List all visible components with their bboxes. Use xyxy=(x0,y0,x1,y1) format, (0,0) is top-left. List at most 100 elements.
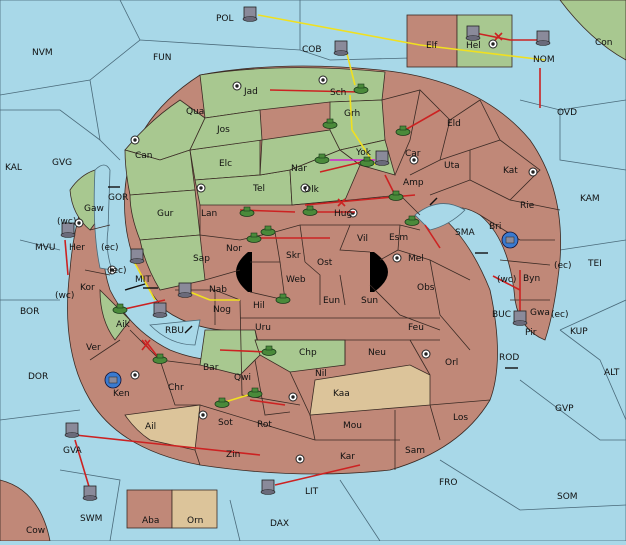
army-unit[interactable] xyxy=(214,397,230,408)
label-hug: Hug xyxy=(334,209,352,219)
label-gaw: Gaw xyxy=(84,204,104,214)
province-aik[interactable] xyxy=(99,289,131,341)
label-tel: Tel xyxy=(252,184,265,194)
fleet-unit[interactable] xyxy=(242,6,258,22)
label-ec2: (ec) xyxy=(109,266,127,276)
label-nar: Nar xyxy=(291,164,307,174)
army-unit[interactable] xyxy=(112,303,128,314)
label-nor: Nor xyxy=(226,244,242,254)
fleet-unit[interactable] xyxy=(82,485,98,501)
label-car: Car xyxy=(405,149,421,159)
fleet-unit[interactable] xyxy=(177,282,193,298)
label-nog: Nog xyxy=(213,305,231,315)
army-unit[interactable] xyxy=(322,118,338,129)
army-unit[interactable] xyxy=(359,156,375,167)
army-unit[interactable] xyxy=(247,387,263,398)
army-unit[interactable] xyxy=(395,125,411,136)
blue-fleet-token[interactable] xyxy=(501,231,519,249)
sea-sma[interactable] xyxy=(414,203,466,231)
label-web: Web xyxy=(286,275,306,285)
label-ost: Ost xyxy=(317,258,333,268)
blue-fleet-token[interactable] xyxy=(104,371,122,389)
label-rie: Rie xyxy=(520,201,535,211)
label-kup: KUP xyxy=(570,327,588,337)
label-ec3: (ec) xyxy=(554,261,572,271)
center-oval-left xyxy=(236,252,252,292)
label-mit: MIT xyxy=(135,275,151,285)
fleet-unit[interactable] xyxy=(60,222,76,238)
province-bar[interactable] xyxy=(199,329,261,376)
fleet-unit[interactable] xyxy=(260,479,276,495)
label-cob: COB xyxy=(302,45,322,55)
label-sap: Sap xyxy=(193,254,210,264)
label-kat: Kat xyxy=(503,166,518,176)
label-mvu: MVU xyxy=(35,243,56,253)
label-kor: Kor xyxy=(80,283,95,293)
fleet-unit[interactable] xyxy=(64,422,80,438)
army-unit[interactable] xyxy=(404,215,420,226)
fleet-unit[interactable] xyxy=(535,30,551,46)
supply-centers xyxy=(74,39,538,464)
army-unit[interactable] xyxy=(260,225,276,236)
fleet-unit[interactable] xyxy=(465,25,481,41)
province-orn[interactable] xyxy=(171,489,218,529)
label-dax: DAX xyxy=(270,519,289,529)
army-unit[interactable] xyxy=(388,190,404,201)
province-kaa[interactable] xyxy=(309,364,431,416)
fleet-unit[interactable] xyxy=(152,302,168,318)
label-fro: FRO xyxy=(439,478,458,488)
army-unit[interactable] xyxy=(152,353,168,364)
label-buc: BUC xyxy=(492,310,511,320)
label-qua: Qua xyxy=(186,107,204,117)
label-bri: Bri xyxy=(489,222,501,232)
label-aba: Aba xyxy=(142,516,159,526)
army-unit[interactable] xyxy=(239,206,255,217)
province-ail[interactable] xyxy=(124,404,201,451)
army-unit[interactable] xyxy=(246,232,262,243)
label-hel: Hel xyxy=(466,41,481,51)
fleet-unit[interactable] xyxy=(129,248,145,264)
label-amp: Amp xyxy=(403,178,424,188)
province-labels: POL COB FUN NVM Elf Hel NOM Con OVD KAL … xyxy=(5,14,620,536)
army-unit[interactable] xyxy=(261,345,277,356)
label-chr: Chr xyxy=(168,383,184,393)
province-hel[interactable] xyxy=(456,14,513,68)
sea-gor[interactable] xyxy=(93,164,113,271)
label-chp: Chp xyxy=(299,348,317,358)
label-fun: FUN xyxy=(153,53,172,63)
label-alt: ALT xyxy=(604,368,620,378)
label-wc2: (wc) xyxy=(55,291,74,301)
label-ail: Ail xyxy=(145,422,156,432)
army-unit[interactable] xyxy=(302,205,318,216)
province-elf[interactable] xyxy=(406,14,458,68)
label-ken: Ken xyxy=(113,389,130,399)
label-grh: Grh xyxy=(344,109,360,119)
province-can[interactable] xyxy=(124,149,196,196)
army-unit[interactable] xyxy=(275,293,291,304)
label-neu: Neu xyxy=(368,348,386,358)
army-unit[interactable] xyxy=(353,83,369,94)
units xyxy=(60,6,551,501)
label-gva: GVA xyxy=(63,446,83,456)
label-gor: GOR xyxy=(108,193,128,203)
label-rot: Rot xyxy=(257,420,272,430)
fleet-unit[interactable] xyxy=(512,310,528,326)
sea-rbu[interactable] xyxy=(149,319,201,346)
label-aik: Aik xyxy=(116,320,131,330)
province-sap[interactable] xyxy=(139,234,206,291)
label-orn: Orn xyxy=(187,516,203,526)
province-aba[interactable] xyxy=(126,489,173,529)
label-ver: Ver xyxy=(86,343,101,353)
label-byn: Byn xyxy=(523,274,540,284)
label-nom: NOM xyxy=(533,55,555,65)
fleet-unit[interactable] xyxy=(374,150,390,166)
label-ec4: (ec) xyxy=(551,310,569,320)
fleet-unit[interactable] xyxy=(333,40,349,56)
label-wc3: (wc) xyxy=(497,275,516,285)
label-sot: Sot xyxy=(218,418,233,428)
label-esm: Esm xyxy=(389,233,408,243)
army-unit[interactable] xyxy=(314,153,330,164)
label-mou: Mou xyxy=(343,421,362,431)
label-elf: Elf xyxy=(426,41,438,51)
